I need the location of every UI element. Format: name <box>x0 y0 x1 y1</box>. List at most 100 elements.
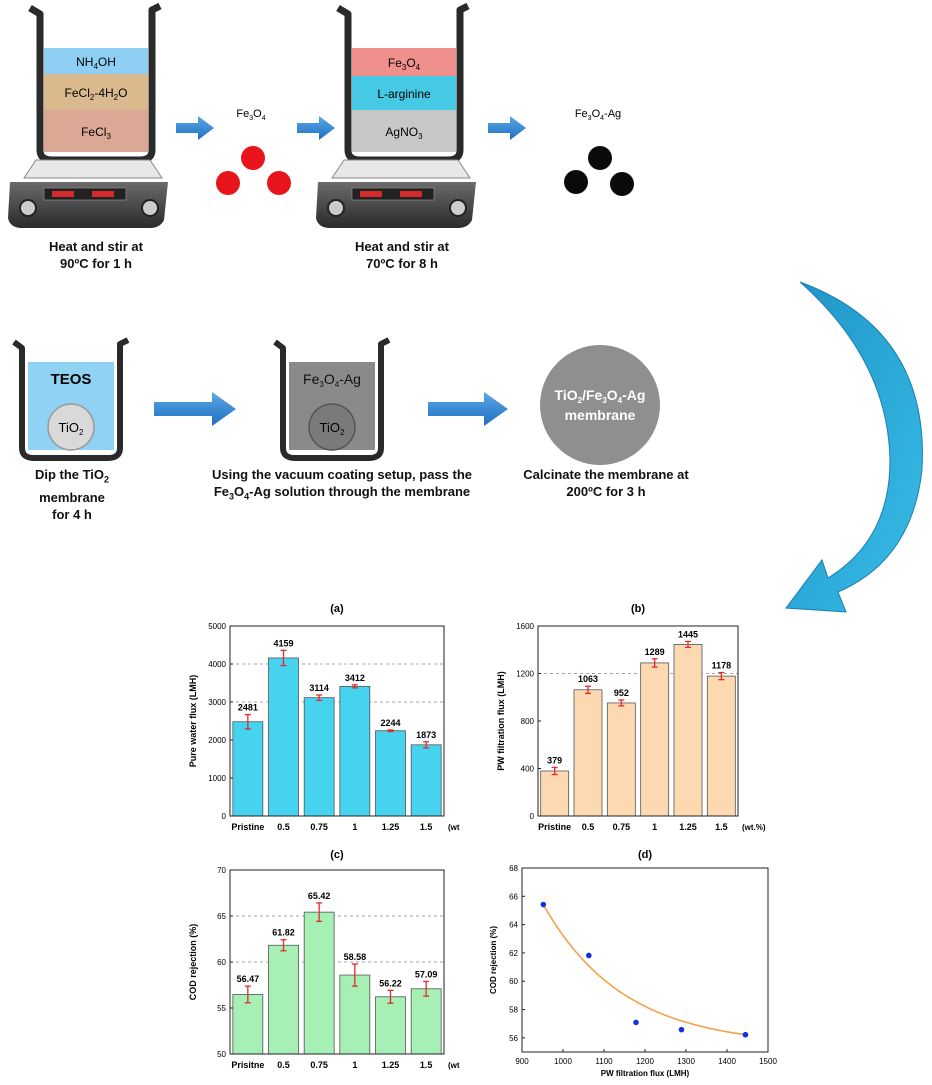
beaker-4-membrane-label: TiO2 <box>320 420 345 437</box>
data-label: 4159 <box>273 638 293 648</box>
data-label: 57.09 <box>415 969 438 979</box>
fe3o4-particle <box>267 171 291 195</box>
x-tick-label: Pristine <box>231 822 264 832</box>
beaker-2-label-3: AgNO3 <box>385 125 423 141</box>
beaker-1-label-3: FeCl3 <box>81 125 111 141</box>
bar <box>706 675 736 817</box>
x-tick-label: 0.5 <box>277 822 290 832</box>
beaker-2-layer-3 <box>352 110 456 152</box>
beaker-1-layer-1 <box>44 48 148 74</box>
y-tick-label: 65 <box>217 912 226 921</box>
y-tick-label: 70 <box>217 866 226 875</box>
beaker-1-layer-3 <box>44 110 148 152</box>
y-tick-label: 56 <box>509 1034 518 1043</box>
y-tick-label: 64 <box>509 921 518 930</box>
x-tick-label: 1 <box>352 1060 357 1070</box>
bar <box>303 911 335 1055</box>
bar <box>573 689 603 817</box>
x-tick-label: 1.5 <box>420 822 433 832</box>
beaker-2: Fe3O4 L-arginine AgNO3 <box>336 2 470 164</box>
fe3o4-particle <box>216 171 240 195</box>
data-label: 56.22 <box>379 978 402 988</box>
data-label: 1063 <box>578 674 598 684</box>
y-tick-label: 800 <box>521 717 535 726</box>
data-point <box>586 952 592 959</box>
bar <box>606 702 636 817</box>
data-label: 56.47 <box>237 974 260 984</box>
curved-flow-arrow <box>785 281 923 613</box>
beaker-3-membrane-label: TiO2 <box>59 420 84 437</box>
x-tick-label: 0.75 <box>310 822 328 832</box>
y-tick-label: 0 <box>222 812 227 821</box>
step-2-caption-line-2: 70ºC for 8 h <box>366 256 438 271</box>
step-5-caption-line-1: Calcinate the membrane at <box>523 467 689 482</box>
fe3o4-ag-particle <box>610 172 634 196</box>
y-axis-label: PW filtration flux (LMH) <box>496 671 506 770</box>
y-tick-label: 62 <box>509 949 518 958</box>
bar <box>540 770 570 817</box>
final-membrane-disc: TiO2/Fe3O4-Ag membrane <box>540 345 660 465</box>
x-tick-label: 1300 <box>677 1057 695 1066</box>
y-tick-label: 4000 <box>208 660 226 669</box>
bar <box>232 721 264 817</box>
x-tick-label: 1.25 <box>382 822 400 832</box>
step-2-caption: Heat and stir at 70ºC for 8 h <box>314 238 490 272</box>
step-1-caption: Heat and stir at 90ºC for 1 h <box>8 238 184 272</box>
bar <box>673 644 703 817</box>
y-tick-label: 2000 <box>208 736 226 745</box>
y-tick-label: 66 <box>509 892 518 901</box>
x-tick-label: 1000 <box>554 1057 572 1066</box>
chart-title: (d) <box>638 849 652 861</box>
y-tick-label: 1000 <box>208 774 226 783</box>
fe3o4-ag-particles: Fe3O4-Ag <box>564 108 634 196</box>
step-4-caption: Using the vacuum coating setup, pass the… <box>196 466 488 506</box>
beaker-4: Fe3O4-Ag TiO2 <box>273 337 391 461</box>
y-tick-label: 0 <box>530 812 535 821</box>
bar <box>303 697 335 817</box>
process-arrow-1 <box>176 116 214 140</box>
data-point <box>540 901 547 908</box>
hotplate-2 <box>316 159 476 228</box>
data-point <box>678 1026 685 1033</box>
y-axis-label: COD rejection (%) <box>489 926 498 994</box>
chart-title: (a) <box>330 603 344 615</box>
x-unit-label: (wt.%) <box>448 1061 460 1070</box>
x-tick-label: 0.5 <box>582 822 595 832</box>
process-arrow-5 <box>428 392 508 426</box>
y-tick-label: 55 <box>217 1004 226 1013</box>
x-tick-label: 1200 <box>636 1057 654 1066</box>
x-tick-label: 1.5 <box>420 1060 433 1070</box>
fe3o4-ag-particle <box>564 170 588 194</box>
y-tick-label: 60 <box>217 958 226 967</box>
step-3-caption: Dip the TiO2 membrane for 4 h <box>2 466 142 523</box>
x-tick-label: 0.5 <box>277 1060 290 1070</box>
y-tick-label: 68 <box>509 864 518 873</box>
data-label: 58.58 <box>344 952 367 962</box>
beaker-2-layer-2 <box>352 76 456 110</box>
bar <box>375 730 406 817</box>
data-point <box>633 1019 639 1026</box>
y-tick-label: 3000 <box>208 698 226 707</box>
fe3o4-particles: Fe3O4 <box>216 108 291 195</box>
step-5-caption-line-2: 200ºC for 3 h <box>566 484 646 499</box>
y-axis-label: Pure water flux (LMH) <box>188 675 198 768</box>
step-4-caption-line-2: Fe3O4-Ag solution through the membrane <box>213 484 471 502</box>
x-tick-label: 1 <box>352 822 357 832</box>
data-label: 2244 <box>380 718 400 728</box>
step-1-caption-line-1: Heat and stir at <box>49 239 143 254</box>
x-tick-label: 1 <box>652 822 657 832</box>
beaker-2-label-2: L-arginine <box>377 87 431 101</box>
x-unit-label: (wt.%) <box>742 823 766 832</box>
y-tick-label: 1200 <box>516 670 534 679</box>
data-label: 2481 <box>238 703 258 713</box>
bar <box>375 996 406 1055</box>
x-tick-label: 1.5 <box>715 822 728 832</box>
data-label: 1289 <box>645 647 665 657</box>
x-tick-label: 900 <box>515 1057 529 1066</box>
tio2-membrane <box>308 403 356 451</box>
beaker-3: TEOS TiO2 <box>12 337 130 461</box>
beaker-1-label-2: FeCl2-4H2O <box>65 86 128 102</box>
data-label: 65.42 <box>308 891 331 901</box>
plot-frame <box>229 625 445 817</box>
